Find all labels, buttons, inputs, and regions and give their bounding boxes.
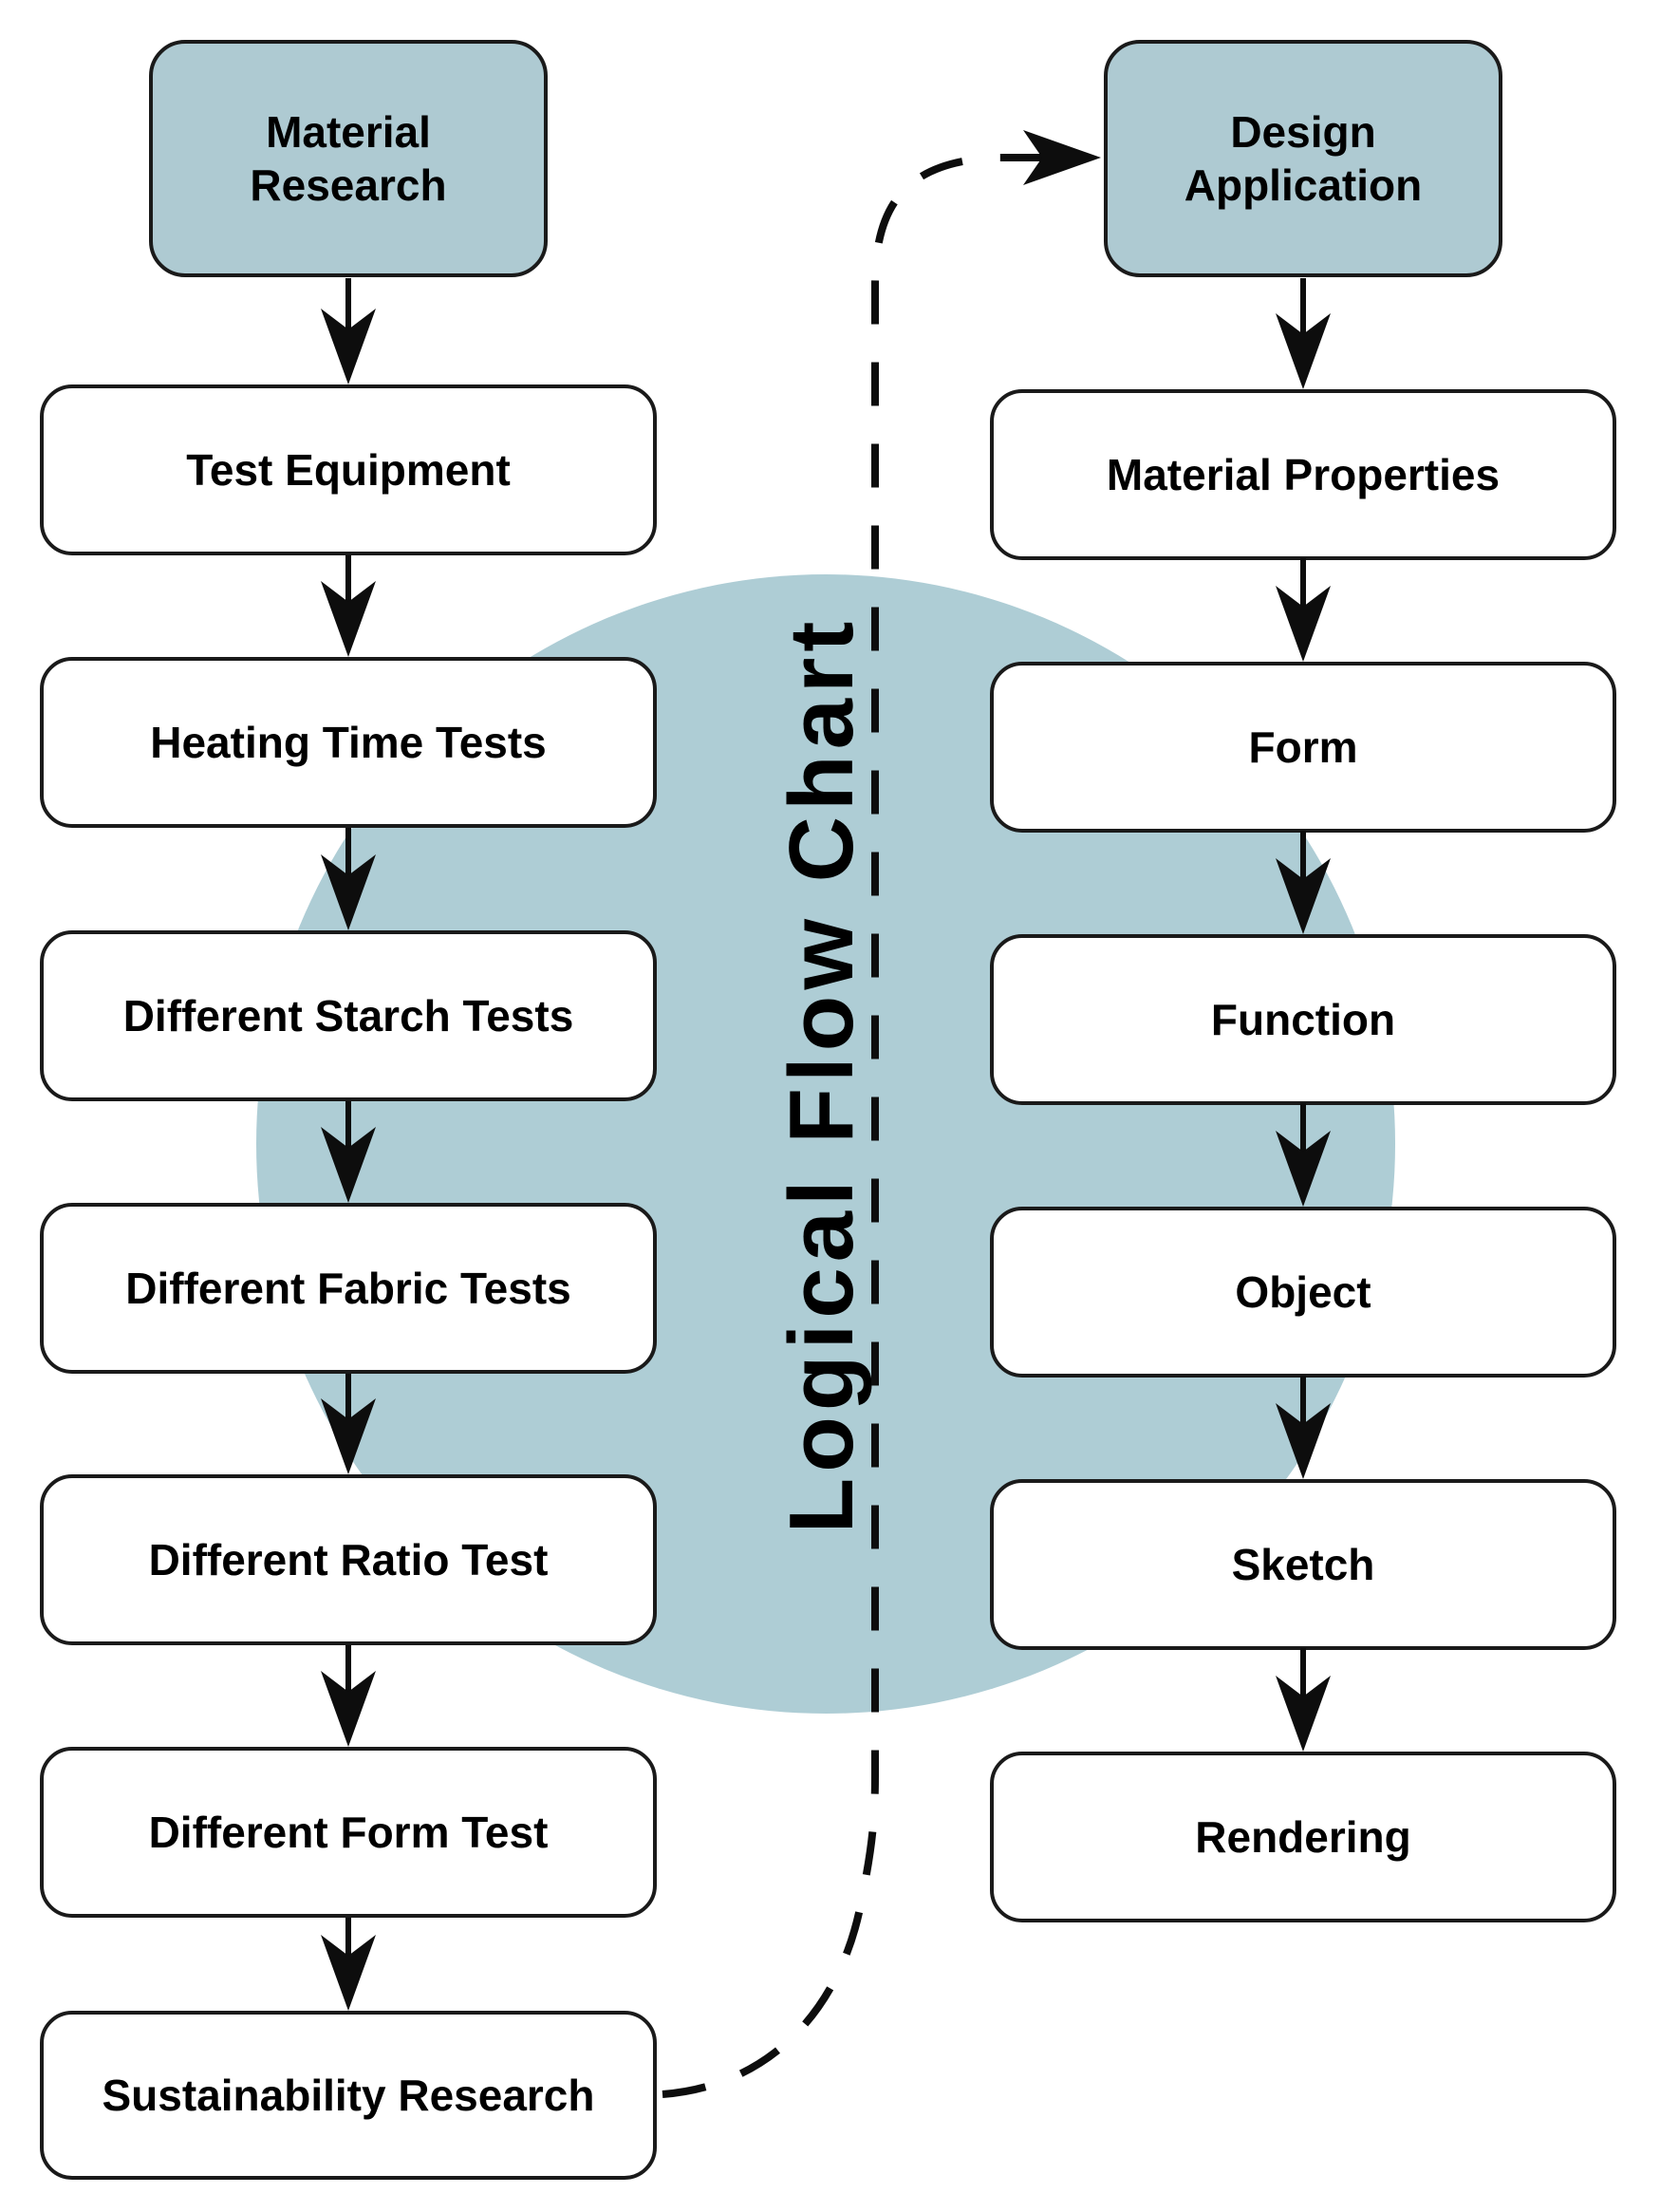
arrow-down-icon: [321, 1935, 376, 2011]
node-sketch: Sketch: [990, 1479, 1616, 1650]
node-different-fabric-tests: Different Fabric Tests: [40, 1203, 657, 1374]
node-sustainability-research: Sustainability Research: [40, 2011, 657, 2180]
node-design-application: Design Application: [1104, 40, 1502, 277]
node-function: Function: [990, 934, 1616, 1105]
arrow-down-icon: [1276, 313, 1331, 389]
node-test-equipment: Test Equipment: [40, 384, 657, 555]
node-form: Form: [990, 662, 1616, 833]
arrow-down-icon: [321, 1671, 376, 1747]
arrow-down-icon: [1276, 586, 1331, 662]
diagram-title: Logical Flow Chart: [771, 615, 872, 1534]
node-heating-time-tests: Heating Time Tests: [40, 657, 657, 828]
node-different-ratio-test: Different Ratio Test: [40, 1474, 657, 1645]
node-object: Object: [990, 1207, 1616, 1378]
arrow-down-icon: [1276, 1676, 1331, 1752]
node-different-form-test: Different Form Test: [40, 1747, 657, 1918]
arrow-down-icon: [321, 309, 376, 384]
node-material-research: Material Research: [149, 40, 548, 277]
arrow-down-icon: [321, 581, 376, 657]
arrow-right-icon: [1023, 130, 1101, 185]
node-rendering: Rendering: [990, 1752, 1616, 1922]
node-material-properties: Material Properties: [990, 389, 1616, 560]
node-different-starch-tests: Different Starch Tests: [40, 930, 657, 1101]
